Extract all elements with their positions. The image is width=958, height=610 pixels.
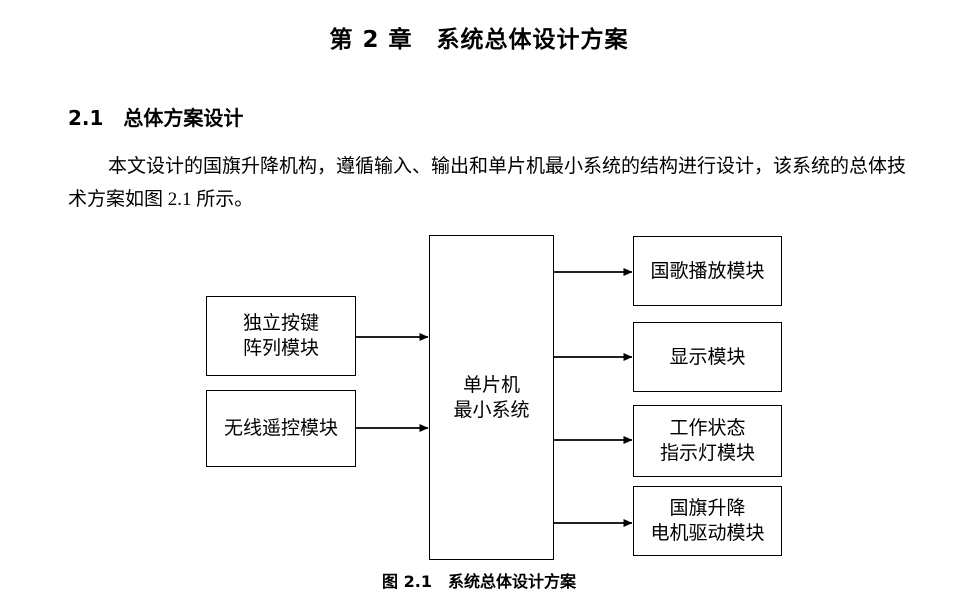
chapter-title: 第 2 章 系统总体设计方案 [329,27,629,53]
figure-caption: 图 2.1 系统总体设计方案 [382,572,576,591]
block-mcu-minimum-system[interactable]: 单片机 最小系统 [429,235,554,560]
section-heading-2-1: 2.1 总体方案设计 [68,106,244,130]
block-anthem-playback-module[interactable]: 国歌播放模块 [633,236,782,306]
block-key-array-module[interactable]: 独立按键 阵列模块 [206,296,356,376]
block-status-indicator-module[interactable]: 工作状态 指示灯模块 [633,405,782,477]
block-display-module[interactable]: 显示模块 [633,322,782,392]
block-flag-motor-driver-module[interactable]: 国旗升降 电机驱动模块 [633,486,782,556]
body-paragraph: 本文设计的国旗升降机构，遵循输入、输出和单片机最小系统的结构进行设计，该系统的总… [68,156,907,210]
block-wireless-remote-module[interactable]: 无线遥控模块 [206,390,356,467]
